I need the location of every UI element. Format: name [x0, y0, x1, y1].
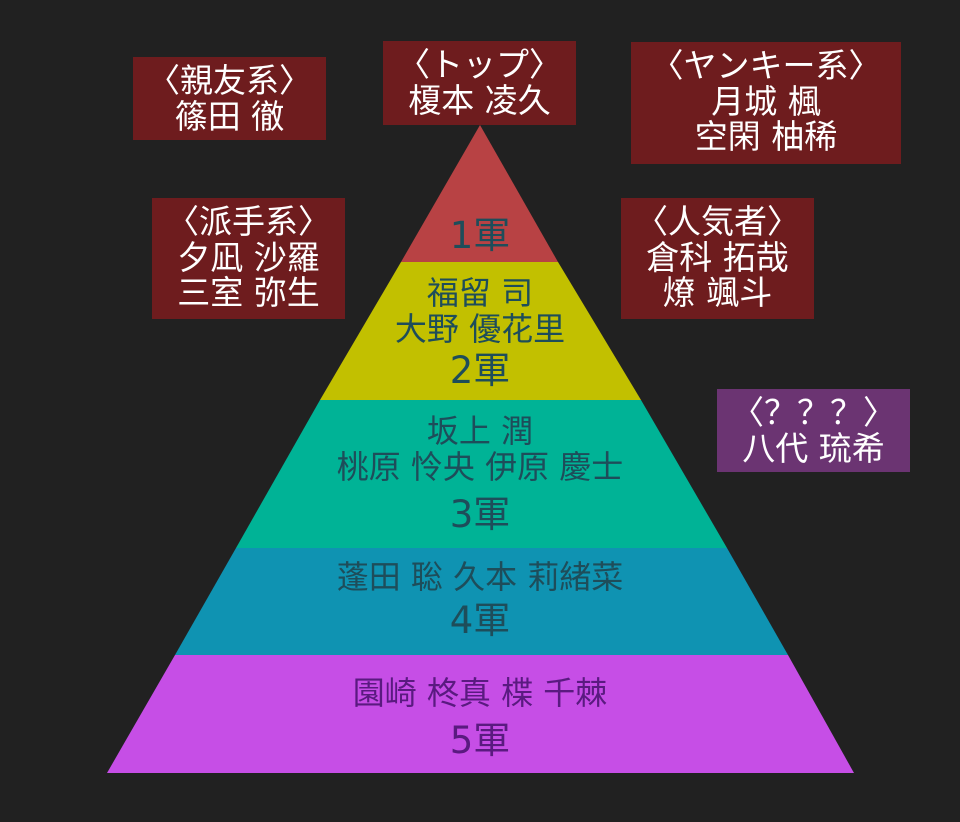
group-yankee: 〈ヤンキー系〉 月城 楓 空閑 柚稀 [631, 42, 901, 164]
group-popular-name-1: 倉科 拓哉 [646, 237, 789, 277]
group-best-friend: 〈親友系〉 篠田 徹 [133, 57, 326, 140]
tier-5-text: 園崎 柊真 楪 千棘 5軍 [352, 674, 608, 762]
tier-2-label: 2軍 [449, 348, 511, 392]
group-yankee-title: 〈ヤンキー系〉 [650, 46, 882, 85]
group-flashy-title: 〈派手系〉 [166, 202, 331, 241]
group-popular: 〈人気者〉 倉科 拓哉 燎 颯斗 [621, 198, 814, 319]
group-yankee-name-1: 月城 楓 [711, 81, 821, 121]
tier-3-text: 坂上 潤 桃原 怜央 伊原 慶士 3軍 [336, 412, 624, 536]
tier-5-label: 5軍 [449, 718, 511, 762]
group-top-title: 〈トップ〉 [397, 45, 562, 84]
tier-1-label: 1軍 [449, 214, 511, 257]
tier-5-segment [107, 655, 854, 773]
group-top-name-1: 榎本 凌久 [408, 80, 551, 120]
group-mystery: 〈？？？〉 八代 琉希 [717, 389, 910, 472]
tier-4-label: 4軍 [449, 598, 511, 642]
group-mystery-name-1: 八代 琉希 [742, 428, 885, 468]
group-best-friend-title: 〈親友系〉 [147, 61, 312, 100]
tier-2-text: 福留 司 大野 優花里 2軍 [394, 274, 566, 392]
group-popular-title: 〈人気者〉 [635, 202, 800, 241]
tier-2-segment [320, 262, 641, 400]
tier-3-segment [236, 400, 727, 548]
tier-4-name-1: 蓬田 聡 久本 莉緒菜 [336, 558, 624, 596]
group-flashy-name-1: 夕凪 沙羅 [177, 237, 320, 277]
group-mystery-title: 〈？？？〉 [731, 393, 896, 432]
group-flashy-name-2: 三室 弥生 [177, 273, 320, 313]
group-yankee-name-2: 空閑 柚稀 [694, 117, 838, 157]
tier-3-name-2: 桃原 怜央 伊原 慶士 [336, 447, 624, 486]
group-top: 〈トップ〉 榎本 凌久 [383, 41, 576, 125]
group-popular-name-2: 燎 颯斗 [662, 273, 773, 313]
tier-1-text: 1軍 [449, 214, 511, 257]
tier-4-text: 蓬田 聡 久本 莉緒菜 4軍 [336, 558, 624, 642]
group-best-friend-name-1: 篠田 徹 [174, 96, 285, 136]
tier-4-segment [175, 548, 788, 655]
group-flashy: 〈派手系〉 夕凪 沙羅 三室 弥生 [152, 198, 345, 319]
tier-3-name-1: 坂上 潤 [426, 412, 534, 450]
tier-5-name-1: 園崎 柊真 楪 千棘 [352, 674, 608, 712]
tier-1-segment [401, 125, 558, 262]
tier-2-name-2: 大野 優花里 [394, 309, 566, 348]
tier-3-label: 3軍 [449, 492, 511, 536]
tier-2-name-1: 福留 司 [426, 274, 534, 312]
